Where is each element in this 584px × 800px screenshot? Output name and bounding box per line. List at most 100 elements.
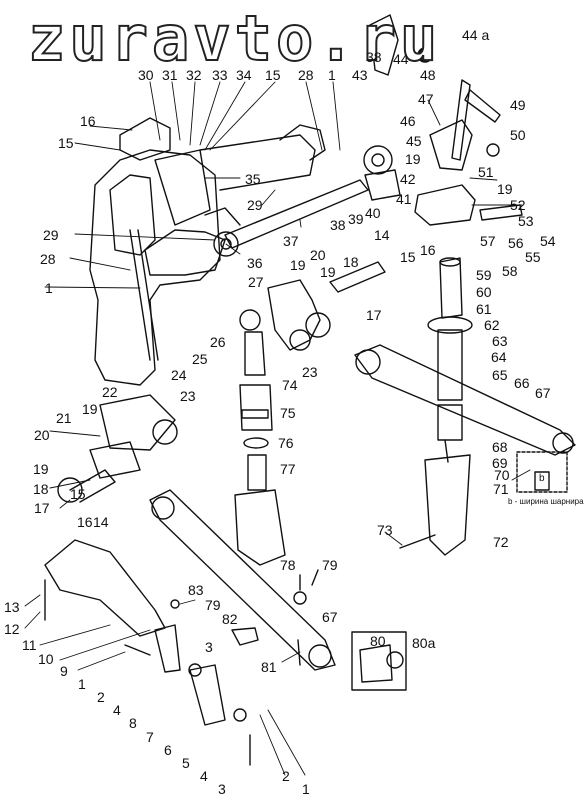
callout-c55: 55: [525, 249, 541, 265]
callout-c73: 73: [377, 522, 393, 538]
callout-c9: 9: [60, 663, 68, 679]
callout-c19c: 19: [290, 257, 306, 273]
lever-arm: [144, 229, 226, 276]
lever-47: [451, 79, 471, 161]
callout-c53: 53: [518, 213, 534, 229]
callout-c44a: 44 а: [462, 27, 490, 43]
callout-c74: 74: [282, 377, 298, 393]
top-bracket: [369, 14, 399, 76]
callout-c58: 58: [502, 263, 518, 279]
housing-front: [109, 174, 156, 256]
callout-c4a: 4: [113, 702, 121, 718]
plate-52: [414, 184, 476, 226]
inset-note: b - ширина шарнира: [508, 497, 584, 506]
callout-c78: 78: [280, 557, 296, 573]
callout-c20a: 20: [310, 247, 326, 263]
callout-c33: 33: [212, 67, 228, 83]
callout-c1d: 1: [302, 781, 310, 797]
callout-c21: 21: [56, 410, 72, 426]
callout-c23b: 23: [180, 388, 196, 404]
inset-b-label: b: [539, 473, 545, 484]
callout-c18a: 18: [343, 254, 359, 270]
callout-c71: 71: [493, 481, 509, 497]
lower-link-right: [354, 344, 576, 456]
callout-c28a: 28: [298, 67, 314, 83]
nut-68: [437, 404, 463, 441]
callout-c27: 27: [248, 274, 264, 290]
callout-c16a: 16: [80, 113, 96, 129]
bracket-11: [44, 539, 166, 637]
callout-c66: 66: [514, 375, 530, 391]
callout-c16b: 16: [420, 242, 436, 258]
callout-c23a: 23: [302, 364, 318, 380]
pin-56: [479, 204, 523, 221]
callout-c30: 30: [138, 67, 154, 83]
callout-c1c: 1: [78, 676, 86, 692]
fork-70: [424, 454, 471, 556]
callout-c19b: 19: [497, 181, 513, 197]
callout-c3b: 3: [218, 781, 226, 797]
callout-c15d: 15: [70, 486, 86, 502]
callout-c68: 68: [492, 439, 508, 455]
callout-c19a: 19: [405, 151, 421, 167]
callout-c14b: 14: [93, 514, 109, 530]
callout-c29a: 29: [43, 227, 59, 243]
callout-c46: 46: [400, 113, 416, 129]
callout-c43: 43: [352, 67, 368, 83]
callout-c69: 69: [492, 455, 508, 471]
callout-c40: 40: [365, 205, 381, 221]
callout-c54: 54: [540, 233, 556, 249]
callout-c48: 48: [420, 67, 436, 83]
callout-c57: 57: [480, 233, 496, 249]
callout-c50: 50: [510, 127, 526, 143]
callout-c17a: 17: [366, 307, 382, 323]
callout-c80a: 80а: [412, 635, 436, 651]
callout-c29b: 29: [247, 197, 263, 213]
callout-c63: 63: [492, 333, 508, 349]
callout-c36: 36: [247, 255, 263, 271]
rod-74: [244, 331, 266, 376]
valve-plate: [154, 149, 211, 226]
callout-c67a: 67: [535, 385, 551, 401]
screw-64: [437, 329, 463, 401]
callout-c45: 45: [406, 133, 422, 149]
callout-c82: 82: [222, 611, 238, 627]
callout-c77: 77: [280, 461, 296, 477]
callout-c19f: 19: [33, 461, 49, 477]
callout-c81: 81: [261, 659, 277, 675]
fork-77: [234, 489, 286, 566]
lever-49: [464, 89, 501, 123]
callout-c2b: 2: [282, 768, 290, 784]
callout-c11: 11: [22, 637, 37, 653]
callout-c39: 39: [348, 211, 364, 227]
callout-c67b: 67: [322, 609, 338, 625]
callout-c15c: 15: [400, 249, 416, 265]
mount-arm: [279, 124, 326, 161]
callout-c79a: 79: [322, 557, 338, 573]
bracket-45: [429, 119, 473, 171]
callout-c14a: 14: [374, 227, 390, 243]
block-21: [99, 394, 176, 451]
callout-c80: 80: [370, 633, 386, 649]
callout-c2a: 2: [97, 689, 105, 705]
callout-c52: 52: [510, 197, 526, 213]
callout-c12: 12: [4, 621, 20, 637]
callout-c3a: 3: [205, 639, 213, 655]
callout-c31: 31: [162, 67, 178, 83]
callout-c18b: 18: [33, 481, 49, 497]
callout-c32: 32: [186, 67, 202, 83]
callout-c83: 83: [188, 582, 204, 598]
callout-c60: 60: [476, 284, 492, 300]
block-18: [89, 441, 141, 479]
callout-c17b: 17: [34, 500, 50, 516]
callout-c13: 13: [4, 599, 20, 615]
callout-c35: 35: [245, 171, 261, 187]
callout-c7: 7: [146, 729, 154, 745]
callout-c16c: 16: [77, 514, 93, 530]
callout-c1a: 1: [328, 67, 336, 83]
shaft-17: [329, 261, 386, 293]
callout-c4b: 4: [200, 768, 208, 784]
callout-c6: 6: [164, 742, 172, 758]
callout-c26: 26: [210, 334, 226, 350]
callout-c38: 38: [330, 217, 346, 233]
